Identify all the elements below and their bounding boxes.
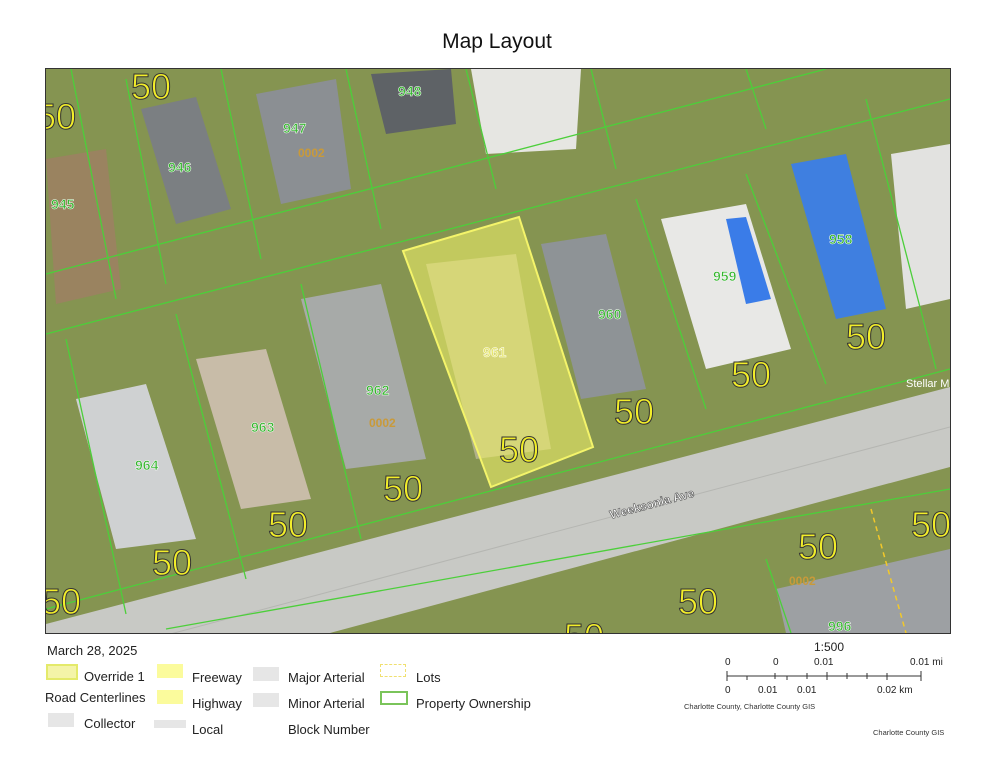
map-view[interactable]: Weeksonia Ave 945 946 947 948 958 959 96… [45, 68, 951, 634]
svg-text:50: 50 [46, 581, 81, 622]
map-date: March 28, 2025 [47, 643, 138, 658]
highway-swatch [157, 690, 183, 704]
legend-local: Local [192, 722, 224, 737]
legend-lots: Lots [416, 670, 441, 685]
scale-mi-tick: 0 [773, 657, 779, 668]
svg-text:50: 50 [846, 316, 886, 357]
svg-text:50: 50 [268, 504, 308, 545]
block-labels: 0002 0002 0002 [298, 146, 816, 588]
lot-width-labels: 50 50 50 50 50 50 50 50 50 50 50 50 50 5… [46, 69, 950, 633]
scale-km-tick: 0.01 [797, 685, 817, 696]
override-swatch [46, 664, 78, 680]
property-ownership-swatch [380, 691, 408, 705]
scale-mi-tick: 0.01 [814, 657, 834, 668]
road [46, 387, 950, 633]
svg-text:958: 958 [829, 231, 853, 247]
svg-text:0002: 0002 [789, 574, 816, 588]
scale-mi-tick: 0.01 mi [910, 657, 943, 668]
legend-block-number: Block Number [288, 722, 370, 737]
parcel-labels: 945 946 947 948 958 959 960 961 962 963 … [51, 83, 853, 633]
scale-bar [726, 671, 922, 681]
parcel-lines [46, 69, 950, 633]
legend-override: Override 1 [84, 669, 145, 684]
svg-text:50: 50 [383, 468, 423, 509]
collector-swatch [48, 713, 74, 727]
legend-collector: Collector [84, 716, 136, 731]
scale-km-tick: 0.01 [758, 685, 778, 696]
scale-km-tick: 0 [725, 685, 731, 696]
svg-text:50: 50 [911, 504, 950, 545]
scale-km-tick: 0.02 km [877, 685, 913, 696]
svg-text:50: 50 [678, 581, 718, 622]
svg-text:946: 946 [168, 159, 192, 175]
svg-text:948: 948 [398, 83, 422, 99]
watermark: Stellar MLS [906, 378, 950, 390]
major-arterial-swatch [253, 667, 279, 681]
scale-mi-tick: 0 [725, 657, 731, 668]
legend-major-arterial: Major Arterial [288, 670, 365, 685]
svg-text:50: 50 [798, 526, 838, 567]
svg-text:947: 947 [283, 120, 307, 136]
svg-text:963: 963 [251, 419, 275, 435]
legend-road-centerlines: Road Centerlines [45, 690, 146, 705]
svg-text:50: 50 [46, 96, 76, 137]
svg-text:50: 50 [499, 429, 539, 470]
legend-minor-arterial: Minor Arterial [288, 696, 365, 711]
legend-property-ownership: Property Ownership [416, 696, 531, 711]
freeway-swatch [157, 664, 183, 678]
svg-text:960: 960 [598, 306, 622, 322]
svg-text:962: 962 [366, 382, 390, 398]
svg-text:961: 961 [483, 344, 507, 360]
svg-text:959: 959 [713, 268, 737, 284]
legend-highway: Highway [192, 696, 242, 711]
scale-ratio: 1:500 [814, 640, 845, 654]
svg-text:964: 964 [135, 457, 159, 473]
svg-text:50: 50 [152, 542, 192, 583]
svg-text:50: 50 [614, 391, 654, 432]
svg-text:50: 50 [131, 69, 171, 107]
credit: Charlotte County GIS [873, 728, 945, 737]
selected-parcel-961[interactable] [401, 215, 595, 489]
lots-swatch [380, 664, 406, 677]
svg-text:0002: 0002 [369, 416, 396, 430]
svg-text:0002: 0002 [298, 146, 325, 160]
svg-text:945: 945 [51, 196, 75, 212]
map-source: Charlotte County, Charlotte County GIS [684, 702, 816, 711]
local-swatch [154, 720, 186, 728]
legend-freeway: Freeway [192, 670, 242, 685]
aerial-map: Weeksonia Ave 945 946 947 948 958 959 96… [46, 69, 950, 633]
svg-text:50: 50 [731, 354, 771, 395]
svg-text:996: 996 [828, 618, 852, 633]
svg-text:50: 50 [564, 616, 604, 633]
map-title: Map Layout [442, 30, 552, 53]
minor-arterial-swatch [253, 693, 279, 707]
